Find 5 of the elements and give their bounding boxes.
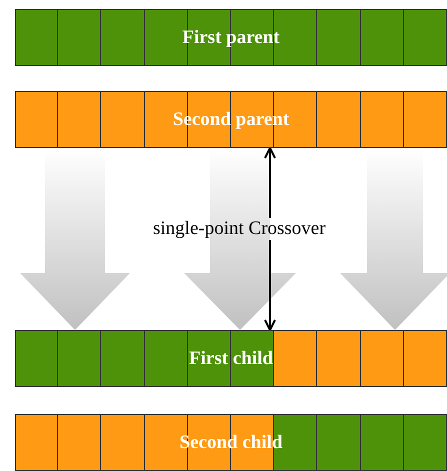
bar-label: First parent <box>182 26 280 48</box>
crossover-label: single-point Crossover <box>153 218 326 240</box>
arrow <box>264 240 276 331</box>
arrow <box>264 147 276 218</box>
bar-label: First child <box>189 348 273 370</box>
